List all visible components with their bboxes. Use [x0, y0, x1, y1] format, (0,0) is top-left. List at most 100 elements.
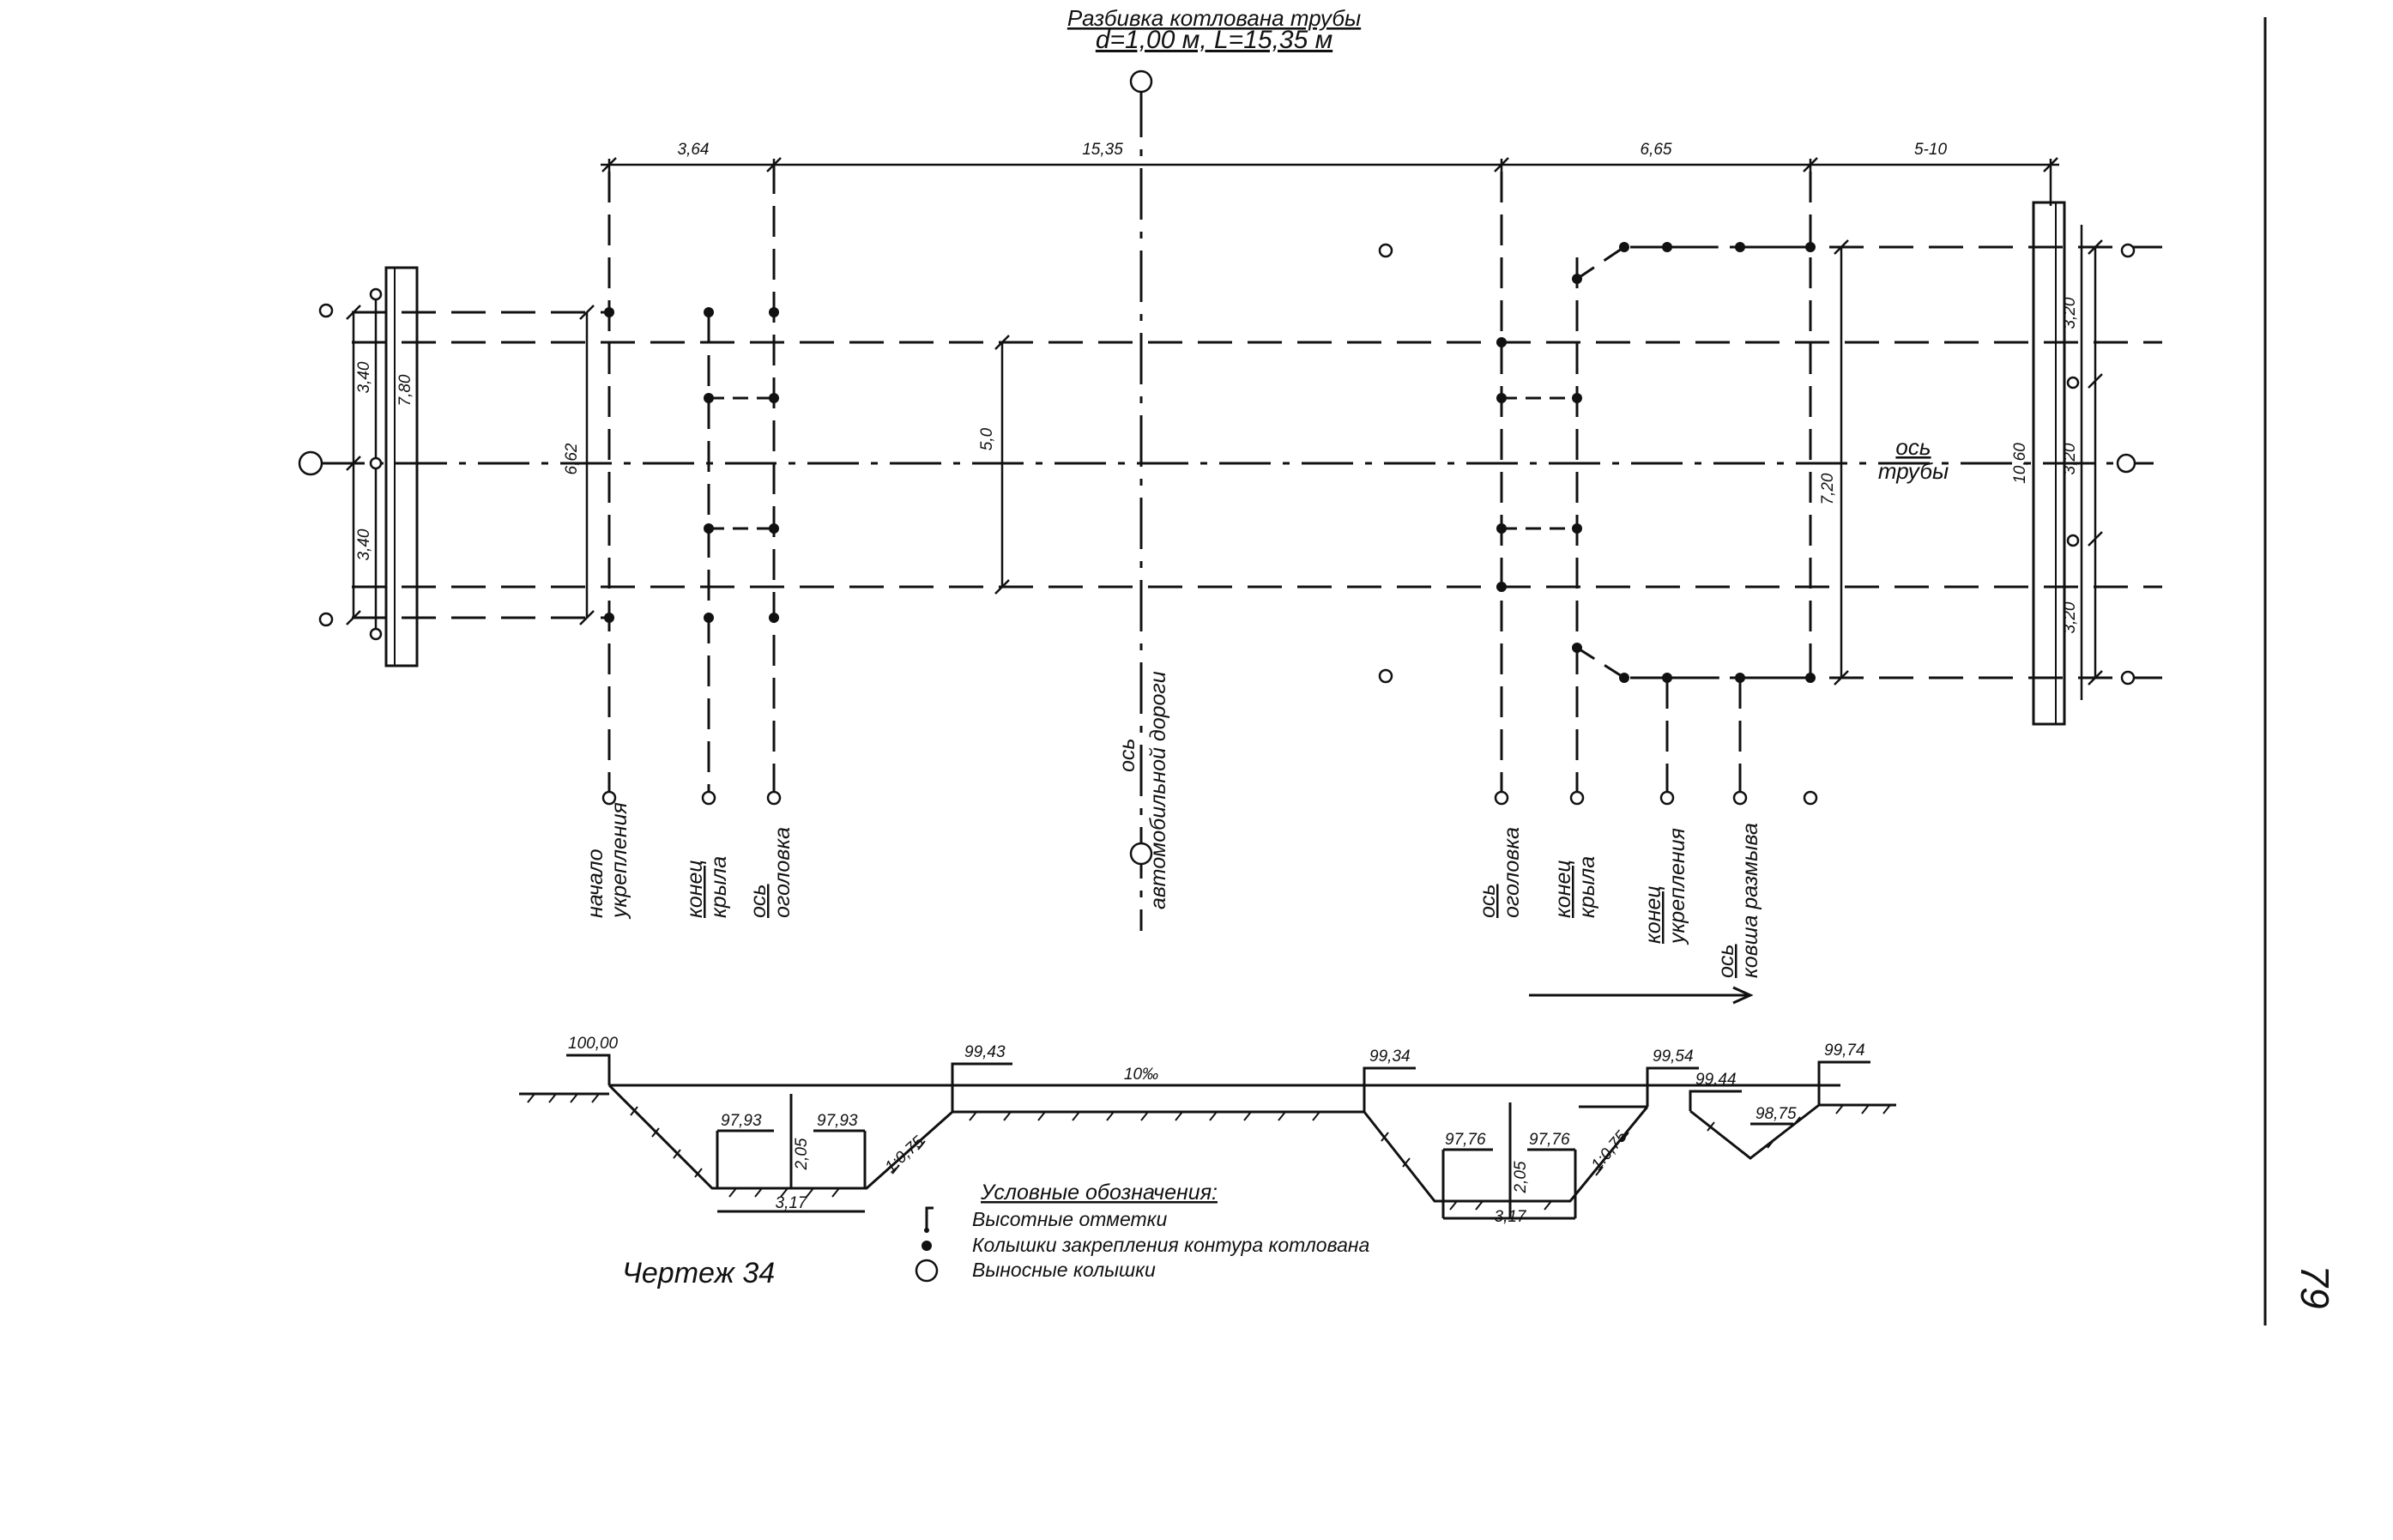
dim-left-inner: 6,62 — [563, 443, 581, 474]
elev-label-6: 99,74 — [1824, 1042, 1865, 1060]
stake-dot — [704, 523, 714, 534]
right-wing-dim-tick-top — [1834, 239, 1849, 255]
stake-dot — [1572, 274, 1582, 284]
elev-flag-4 — [1646, 1066, 1699, 1107]
dim-right-seg-1: 3,20 — [2061, 297, 2079, 329]
dim-right-seg-2: 3,20 — [2061, 443, 2079, 474]
left-dimension-lines — [346, 292, 1010, 639]
label-end-reinforcement-bottom: укрепления — [1665, 828, 1689, 945]
right-peg-board — [2032, 201, 2066, 726]
offset-stake-circle — [1129, 842, 1153, 866]
depth-label-1: 2,05 — [793, 1138, 811, 1170]
stake-dot — [604, 307, 614, 317]
wing-line-upper — [1576, 245, 1810, 281]
top-tick-1 — [601, 157, 617, 172]
dim-top-2: 15,35 — [1082, 141, 1123, 159]
stake-dot — [1805, 242, 1816, 252]
legend-item-3: Выносные колышки — [972, 1259, 1156, 1281]
offset-stake-circle — [2120, 670, 2136, 685]
dim-left-upper: 3,40 — [355, 361, 373, 393]
middle-dim-tick-top — [994, 335, 1010, 350]
label-head-axis-right-top: ось — [1476, 884, 1500, 918]
dim-right-total: 10,60 — [2011, 443, 2029, 484]
label-scour-axis: ось ковша размыва — [1714, 823, 1762, 978]
flow-arrow-head — [1732, 986, 1754, 1005]
elev-label-4: 99,54 — [1653, 1048, 1694, 1066]
middle-dim-tick-bottom — [994, 579, 1010, 595]
offset-stake-circle — [1378, 243, 1393, 258]
drawing-caption: Чертеж 34 — [622, 1257, 775, 1289]
label-scour-axis-top: ось — [1714, 944, 1738, 978]
label-wing-end-right: конец крыла — [1551, 856, 1599, 918]
stake-dot — [704, 393, 714, 403]
stake-dot — [769, 613, 779, 623]
slope-label-1: 1:0,75 — [882, 1132, 928, 1176]
offset-stake-circle — [766, 790, 782, 806]
ground-hatching — [527, 1093, 1891, 1211]
plan-horizontal-lines — [313, 245, 2162, 679]
right-seg-tick-4 — [2088, 670, 2103, 685]
right-pit-outline — [1363, 1106, 1649, 1203]
pipe-axis-label-1: ось — [1895, 434, 1931, 460]
stake-dot — [604, 613, 614, 623]
stake-dot — [1496, 523, 1507, 534]
wing-line-lower — [1576, 646, 1810, 679]
offset-stake-circle — [1803, 790, 1818, 806]
left-peg-board — [384, 266, 419, 667]
elev-flag-1 — [566, 1054, 611, 1085]
offset-stake-circle — [318, 612, 334, 627]
pit-elev-label-3: 97,76 — [1445, 1131, 1486, 1149]
stake-dot — [1735, 673, 1745, 683]
offset-stake-circle — [369, 627, 383, 641]
label-road-axis-top: ось — [1115, 738, 1139, 772]
dim-right-wing: 7,20 — [1819, 473, 1837, 504]
depth-label-2: 2,05 — [1512, 1161, 1530, 1193]
elev-label-1: 100,00 — [568, 1035, 619, 1053]
label-start-reinforcement-bottom: укрепления — [607, 802, 631, 920]
elev-flag-3 — [1363, 1066, 1416, 1112]
open-circle-icon — [915, 1259, 939, 1283]
stake-dot — [704, 307, 714, 317]
top-tick-2 — [766, 157, 782, 172]
right-seg-tick-1 — [2088, 239, 2103, 255]
plan-vertical-lines — [607, 86, 1812, 931]
dim-left-total: 7,80 — [396, 374, 414, 406]
label-head-axis-left-top: ось — [746, 884, 770, 918]
dim-right-seg-3: 3,20 — [2061, 601, 2079, 633]
inner-dim-tick-bottom — [579, 610, 595, 625]
elev-flag-5 — [1689, 1090, 1742, 1111]
page-number: 79 — [2293, 1265, 2337, 1308]
contour-stakes — [604, 242, 1816, 683]
left-pit-outline — [607, 1084, 953, 1190]
right-dimension-lines — [1834, 225, 2103, 700]
stake-dot — [1619, 242, 1629, 252]
left-dim-tick-top — [346, 305, 361, 320]
offset-stake-circle — [1494, 790, 1509, 806]
stake-dot — [1805, 673, 1816, 683]
stake-dot — [769, 393, 779, 403]
stake-dot — [1496, 337, 1507, 347]
stake-dot — [769, 307, 779, 317]
label-wing-end-right-top: конец — [1551, 860, 1575, 918]
point-labels: начало укрепления конец крыла ось оголов… — [583, 671, 1762, 978]
label-scour-axis-bottom: ковша размыва — [1738, 823, 1762, 978]
offset-stake-circle — [1732, 790, 1748, 806]
stake-dot — [769, 523, 779, 534]
elevation-mark-icon-tip — [924, 1228, 929, 1233]
label-head-axis-left-bottom: оголовка — [770, 827, 795, 918]
inner-dim-tick-top — [579, 305, 595, 320]
top-tick-3 — [1494, 157, 1509, 172]
filled-dot-icon — [922, 1241, 932, 1251]
stake-dot — [1496, 582, 1507, 592]
left-dim-tick-bottom — [346, 610, 361, 625]
elev-label-3: 99,34 — [1369, 1048, 1411, 1066]
right-seg-tick-3 — [2088, 531, 2103, 547]
stake-dot — [1572, 643, 1582, 653]
offset-stake-circle — [298, 450, 323, 476]
offset-stake-circle — [701, 790, 716, 806]
stake-dot — [1735, 242, 1745, 252]
dim-top-4: 5-10 — [1914, 141, 1947, 159]
title-line-2: d=1,00 м, L=15,35 м — [1096, 26, 1332, 54]
offset-stake-circle — [1569, 790, 1585, 806]
